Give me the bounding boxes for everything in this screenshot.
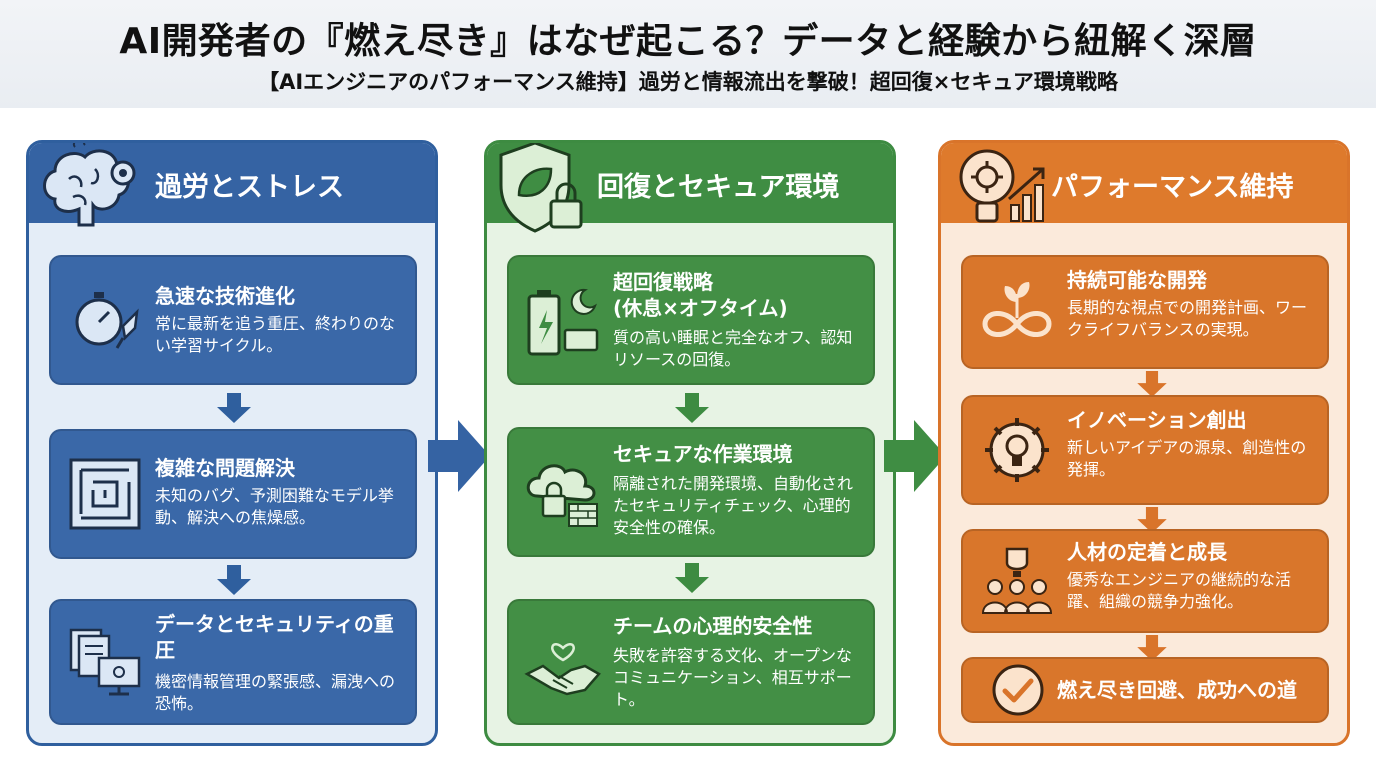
infinity-sprout-icon xyxy=(982,282,1052,337)
card-description: 常に最新を追う重圧、終わりのない学習サイクル。 xyxy=(155,314,396,355)
column-title: 回復とセキュア環境 xyxy=(597,172,840,203)
card-avoid-burnout-success: 燃え尽き回避、成功への道 xyxy=(961,657,1329,723)
card-secure-workspace: セキュアな作業環境 隔離された開発環境、自動化されたセキュリティチェック、心理的… xyxy=(507,427,875,557)
card-title: 持続可能な開発 xyxy=(1067,268,1207,292)
card-title: 燃え尽き回避、成功への道 xyxy=(1057,678,1297,702)
card-title-sub: (休息×オフタイム) xyxy=(613,296,788,320)
page-title: AI開発者の『燃え尽き』はなぜ起こる？データと経験から紐解く深層 xyxy=(119,21,1257,62)
card-description: 失敗を許容する文化、オープンなコミュニケーション、相互サポート。 xyxy=(613,646,853,709)
card-title: 人材の定着と成長 xyxy=(1067,540,1227,564)
battery-moon-icon xyxy=(527,288,599,356)
page-subtitle: 【AIエンジニアのパフォーマンス維持】過労と情報流出を撃破！超回復×セキュア環境… xyxy=(258,70,1118,94)
card-data-security-pressure: データとセキュリティの重圧 機密情報管理の緊張感、漏洩への恐怖。 xyxy=(49,599,417,725)
card-description: 優秀なエンジニアの継続的な活躍、組織の競争力強化。 xyxy=(1067,570,1292,611)
card-description: 機密情報管理の緊張感、漏洩への恐怖。 xyxy=(155,672,396,713)
card-description: 隔離された開発環境、自動化されたセキュリティチェック、心理的安全性の確保。 xyxy=(613,474,854,537)
card-sustainable-dev: 持続可能な開発 長期的な視点での開発計画、ワークライフバランスの実現。 xyxy=(961,255,1329,369)
down-arrow-icon xyxy=(1137,371,1167,397)
card-team-psych-safety: チームの心理的安全性 失敗を許容する文化、オープンなコミュニケーション、相互サポ… xyxy=(507,599,875,725)
column-overwork-stress: 過労とストレス 急速な技術進化 常に最新を追う重圧、終わりのない学習サイクル。 … xyxy=(26,140,438,746)
documents-monitor-icon xyxy=(69,628,141,696)
down-arrow-icon xyxy=(675,393,709,423)
column-title: パフォーマンス維持 xyxy=(1051,172,1294,203)
card-talent-retention: 人材の定着と成長 優秀なエンジニアの継続的な活躍、組織の競争力強化。 xyxy=(961,529,1329,633)
right-arrow-icon xyxy=(428,420,490,492)
column-performance: パフォーマンス維持 持続可能な開発 長期的な視点での開発計画、ワークライフバラン… xyxy=(938,140,1350,746)
card-complex-problems: 複雑な問題解決 未知のバグ、予測困難なモデル挙動、解決への焦燥感。 xyxy=(49,429,417,559)
card-description: 質の高い睡眠と完全なオフ、認知リソースの回復。 xyxy=(613,328,853,369)
down-arrow-icon xyxy=(675,563,709,593)
column-header: 過労とストレス xyxy=(29,143,435,227)
down-arrow-icon xyxy=(1137,507,1167,533)
brain-gear-icon xyxy=(43,143,136,227)
down-arrow-icon xyxy=(217,393,251,423)
check-circle-icon xyxy=(992,664,1044,716)
card-title: 超回復戦略 xyxy=(613,270,713,294)
card-title: イノベーション創出 xyxy=(1067,408,1247,432)
column-title: 過労とストレス xyxy=(155,172,344,203)
maze-icon xyxy=(69,458,141,530)
down-arrow-icon xyxy=(1137,635,1167,661)
right-arrow-icon xyxy=(884,420,946,492)
trophy-team-icon xyxy=(981,547,1053,614)
column-header: パフォーマンス維持 xyxy=(941,143,1347,223)
card-title: 急速な技術進化 xyxy=(155,284,295,308)
card-title: データとセキュリティの重圧 xyxy=(155,612,394,662)
down-arrow-icon xyxy=(217,565,251,595)
card-description: 長期的な視点での開発計画、ワークライフバランスの実現。 xyxy=(1067,298,1308,339)
card-description: 新しいアイデアの源泉、創造性の発揮。 xyxy=(1067,438,1307,479)
card-title: 複雑な問題解決 xyxy=(155,456,295,480)
shield-leaf-lock-icon xyxy=(499,143,583,233)
card-description: 未知のバグ、予測困難なモデル挙動、解決への焦燥感。 xyxy=(155,486,394,527)
card-title: セキュアな作業環境 xyxy=(613,442,793,466)
card-rapid-tech: 急速な技術進化 常に最新を追う重圧、終わりのない学習サイクル。 xyxy=(49,255,417,385)
stopwatch-rocket-icon xyxy=(75,292,139,349)
gear-lightbulb-icon xyxy=(985,418,1049,482)
card-super-recovery: 超回復戦略 (休息×オフタイム) 質の高い睡眠と完全なオフ、認知リソースの回復。 xyxy=(507,255,875,385)
column-header: 回復とセキュア環境 xyxy=(487,143,893,233)
card-title: チームの心理的安全性 xyxy=(613,614,813,638)
header-band: AI開発者の『燃え尽き』はなぜ起こる？データと経験から紐解く深層 【AIエンジニ… xyxy=(0,0,1376,108)
cloud-lock-firewall-icon xyxy=(526,464,598,527)
card-innovation: イノベーション創出 新しいアイデアの源泉、創造性の発揮。 xyxy=(961,395,1329,505)
handshake-heart-icon xyxy=(524,643,601,696)
column-recovery-secure: 回復とセキュア環境 超回復戦略 (休息×オフタイム) 質の高い睡眠と完全なオフ、… xyxy=(484,140,896,746)
lightbulb-growth-icon xyxy=(959,149,1045,223)
